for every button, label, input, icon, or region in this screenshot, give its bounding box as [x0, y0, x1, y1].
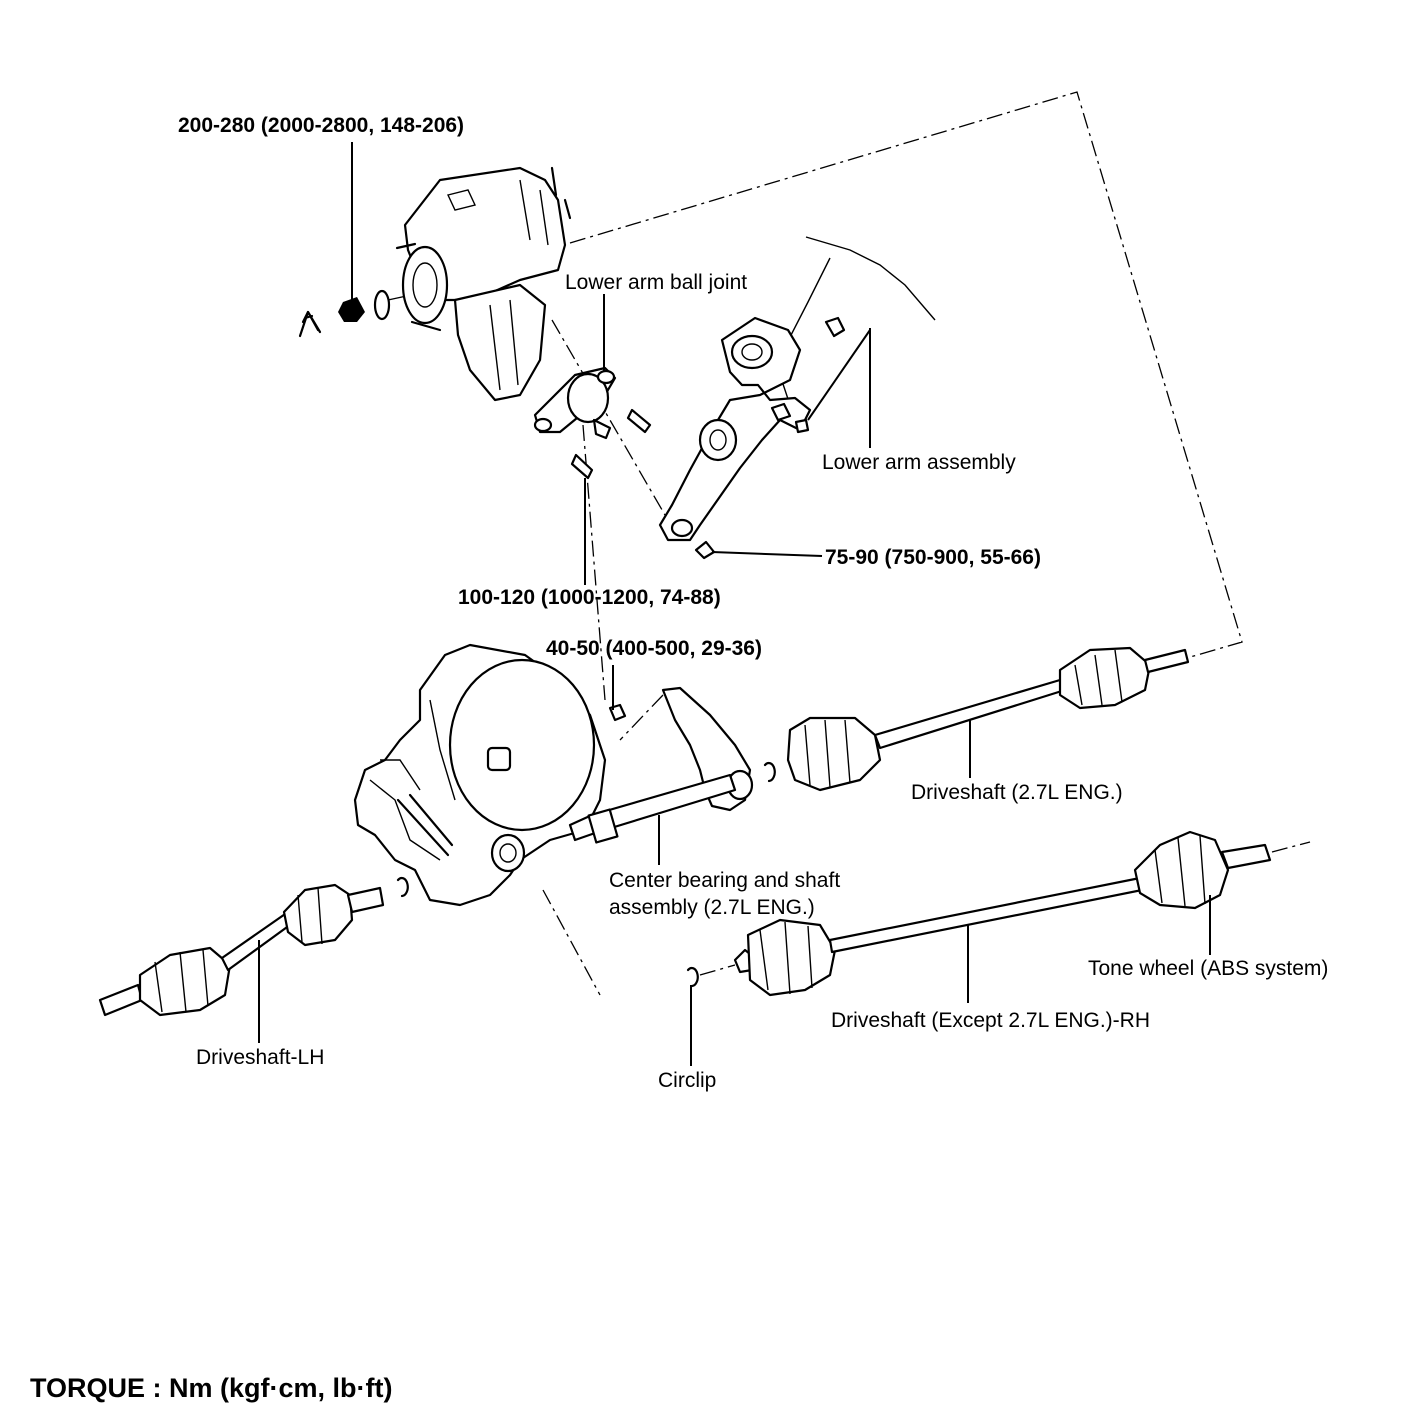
ball-joint-bolts — [570, 408, 652, 480]
knuckle-nut-set — [298, 289, 391, 338]
label-center-bearing-line2: assembly (2.7L ENG.) — [609, 896, 815, 919]
label-lower-arm-ball-joint: Lower arm ball joint — [565, 271, 747, 294]
steering-knuckle — [395, 166, 572, 402]
driveshaft-lh-shape — [98, 876, 409, 1017]
lower-arm-assembly — [658, 236, 936, 560]
label-torque-lower-arm-nut: 75-90 (750-900, 55-66) — [825, 546, 1041, 569]
label-center-bearing-line1: Center bearing and shaft — [609, 869, 840, 892]
lower-arm-ball-joint — [533, 366, 617, 440]
assembly-reference-lines — [387, 91, 1311, 996]
label-lower-arm-assembly: Lower arm assembly — [822, 451, 1016, 474]
transaxle-housing — [353, 643, 607, 907]
diagram-labels: 200-280 (2000-2800, 148-206) Lower arm b… — [30, 114, 1328, 1403]
label-torque-bearing-bolt: 40-50 (400-500, 29-36) — [546, 637, 762, 660]
center-bearing-shaft — [568, 686, 776, 844]
label-circlip: Circlip — [658, 1069, 716, 1092]
label-torque-knuckle-nut: 200-280 (2000-2800, 148-206) — [178, 114, 464, 137]
label-torque-ball-joint-bolt: 100-120 (1000-1200, 74-88) — [458, 586, 721, 609]
label-driveshaft-rh: Driveshaft (Except 2.7L ENG.)-RH — [831, 1009, 1150, 1032]
driveshaft-27-shape — [786, 646, 1190, 792]
leader-lines — [258, 142, 1211, 1066]
label-driveshaft-27: Driveshaft (2.7L ENG.) — [911, 781, 1123, 804]
torque-units-footer: TORQUE : Nm (kgf·cm, lb·ft) — [30, 1373, 392, 1403]
label-driveshaft-lh: Driveshaft-LH — [196, 1046, 324, 1069]
label-tone-wheel: Tone wheel (ABS system) — [1088, 957, 1328, 980]
driveshaft-rh-shape — [686, 830, 1272, 997]
